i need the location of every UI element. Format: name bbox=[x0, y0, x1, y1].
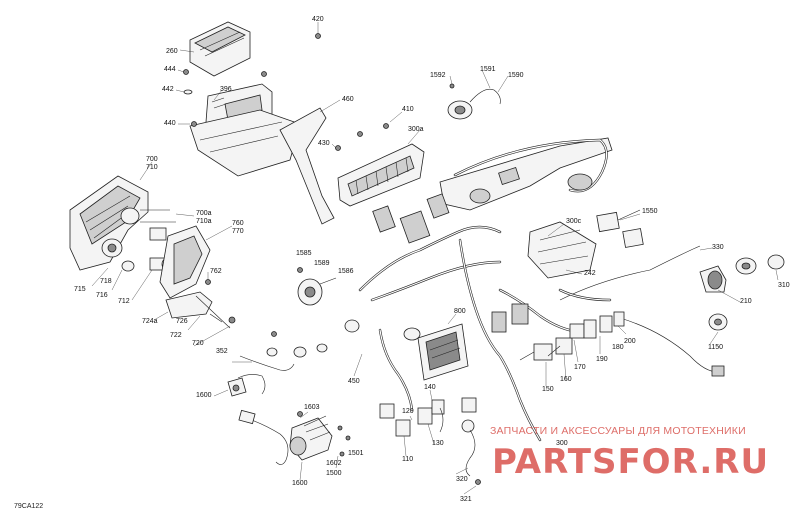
watermark-logo: PARTSFOR.RU bbox=[492, 442, 769, 482]
label-710: 710 bbox=[146, 164, 158, 171]
label-242: 242 bbox=[584, 270, 596, 277]
label-724a: 724a bbox=[142, 318, 158, 325]
label-300a: 300a bbox=[408, 126, 424, 133]
label-210: 210 bbox=[740, 298, 752, 305]
label-1600-bottom: 1600 bbox=[292, 480, 308, 487]
label-1550: 1550 bbox=[642, 208, 658, 215]
label-760: 760 bbox=[232, 220, 244, 227]
label-1585: 1585 bbox=[296, 250, 312, 257]
label-140: 140 bbox=[424, 384, 436, 391]
socket-1150 bbox=[708, 313, 728, 331]
dash-harness-300 bbox=[439, 137, 613, 211]
label-460: 460 bbox=[342, 96, 354, 103]
label-180: 180 bbox=[612, 344, 624, 351]
label-260: 260 bbox=[166, 48, 178, 55]
label-1589: 1589 bbox=[314, 260, 330, 267]
connectors-110-140 bbox=[379, 397, 481, 485]
adjuster-bracket-724a bbox=[165, 279, 236, 329]
label-716: 716 bbox=[96, 292, 108, 299]
label-1590: 1590 bbox=[508, 72, 524, 79]
connector-352 bbox=[239, 331, 328, 371]
label-762: 762 bbox=[210, 268, 222, 275]
ecu-cover-260 bbox=[189, 21, 251, 77]
label-170: 170 bbox=[574, 364, 586, 371]
label-450: 450 bbox=[348, 378, 360, 385]
label-1591: 1591 bbox=[480, 66, 496, 73]
support-bracket-460 bbox=[279, 107, 335, 225]
display-cluster-800 bbox=[417, 323, 469, 381]
ecu-tray-440 bbox=[189, 109, 301, 177]
leader-lines bbox=[91, 22, 779, 495]
headlamp-700 bbox=[69, 175, 176, 272]
label-710a: 710a bbox=[196, 218, 212, 225]
label-1586: 1586 bbox=[338, 268, 354, 275]
label-300c: 300c bbox=[566, 218, 582, 225]
label-330: 330 bbox=[712, 244, 724, 251]
watermark-text: ЗАПЧАСТИ И АКСЕССУАРЫ ДЛЯ МОТОТЕХНИКИ bbox=[490, 425, 746, 437]
label-410: 410 bbox=[402, 106, 414, 113]
label-150: 150 bbox=[542, 386, 554, 393]
label-321: 321 bbox=[460, 496, 472, 503]
label-430: 430 bbox=[318, 140, 330, 147]
label-800: 800 bbox=[454, 308, 466, 315]
switch-1600 bbox=[227, 374, 266, 397]
label-160: 160 bbox=[560, 376, 572, 383]
headlamp-760 bbox=[159, 225, 211, 299]
label-300: 300 bbox=[556, 440, 568, 447]
label-1500: 1500 bbox=[326, 470, 342, 477]
label-130: 130 bbox=[432, 440, 444, 447]
label-700: 700 bbox=[146, 156, 158, 163]
label-442: 442 bbox=[162, 86, 174, 93]
sensor-1589 bbox=[297, 267, 337, 306]
label-190: 190 bbox=[596, 356, 608, 363]
label-722: 722 bbox=[170, 332, 182, 339]
label-715: 715 bbox=[74, 286, 86, 293]
label-1603: 1603 bbox=[304, 404, 320, 411]
label-720: 720 bbox=[192, 340, 204, 347]
label-420: 420 bbox=[312, 16, 324, 23]
main-harness bbox=[344, 193, 612, 442]
sensor-1590 bbox=[447, 83, 501, 120]
label-1150: 1150 bbox=[708, 344, 724, 351]
bracket-300c bbox=[527, 221, 597, 279]
label-700a: 700a bbox=[196, 210, 212, 217]
label-1600: 1600 bbox=[196, 392, 212, 399]
label-352: 352 bbox=[216, 348, 228, 355]
label-718: 718 bbox=[100, 278, 112, 285]
label-1592: 1592 bbox=[430, 72, 446, 79]
label-712: 712 bbox=[118, 298, 130, 305]
label-1501: 1501 bbox=[348, 450, 364, 457]
diagram-code: 79CA122 bbox=[14, 503, 44, 510]
socket-310 bbox=[735, 254, 785, 275]
label-320: 320 bbox=[456, 476, 468, 483]
fuse-box-300a bbox=[337, 123, 425, 207]
accessory-wire-330 bbox=[559, 245, 725, 377]
label-200: 200 bbox=[624, 338, 636, 345]
horn-210 bbox=[699, 265, 727, 293]
label-440: 440 bbox=[164, 120, 176, 127]
label-120: 120 bbox=[402, 408, 414, 415]
label-444: 444 bbox=[164, 66, 176, 73]
label-770: 770 bbox=[232, 228, 244, 235]
watermark-logo-text: PARTSFOR.RU bbox=[492, 442, 769, 482]
label-310: 310 bbox=[778, 282, 790, 289]
label-110: 110 bbox=[402, 456, 414, 463]
label-726: 726 bbox=[176, 318, 188, 325]
label-396: 396 bbox=[220, 86, 232, 93]
connectors-150-200 bbox=[519, 311, 625, 361]
label-1602: 1602 bbox=[326, 460, 342, 467]
relay-1550 bbox=[596, 209, 644, 248]
starter-relay-1500 bbox=[238, 409, 351, 465]
